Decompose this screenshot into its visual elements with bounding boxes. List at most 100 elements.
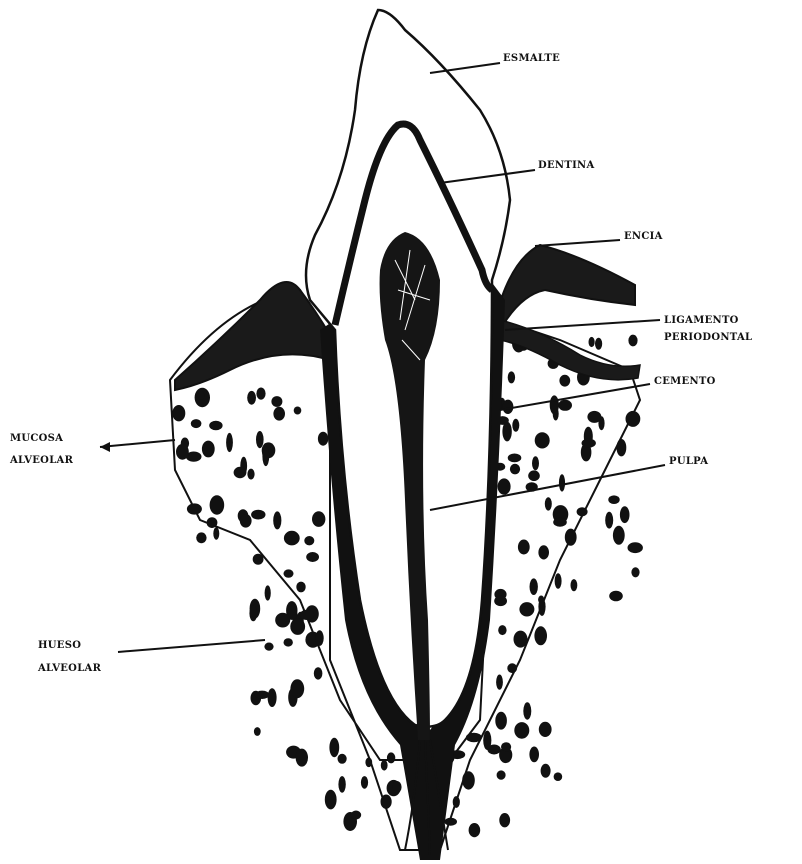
bone-speckle xyxy=(273,407,285,421)
bone-speckle xyxy=(502,400,513,414)
bone-speckle xyxy=(534,626,547,645)
bone-speckle xyxy=(496,675,503,690)
label-mucosa-line2: ALVEOLAR xyxy=(10,455,73,467)
bone-speckle xyxy=(264,643,273,651)
bone-speckle xyxy=(626,411,641,427)
bone-speckle xyxy=(558,400,572,411)
bone-speckle xyxy=(535,432,550,448)
bone-speckle xyxy=(210,495,225,515)
bone-speckle xyxy=(234,467,247,478)
bone-speckle xyxy=(240,514,252,528)
bone-speckle xyxy=(608,495,619,504)
label-mucosa-line1: MUCOSA xyxy=(10,433,63,445)
bone-speckle xyxy=(587,411,601,423)
bone-speckle xyxy=(483,731,491,750)
bone-speckle xyxy=(255,691,270,699)
bone-speckle xyxy=(296,749,308,767)
bone-speckle xyxy=(501,742,511,751)
bone-speckle xyxy=(226,433,233,452)
bone-speckle xyxy=(508,454,522,463)
bone-speckle xyxy=(510,464,520,475)
bone-speckle xyxy=(514,631,528,648)
bone-speckle xyxy=(251,510,265,520)
bone-speckle xyxy=(617,439,627,456)
bone-speckle xyxy=(284,569,294,577)
bone-speckle xyxy=(361,776,368,789)
bone-speckle xyxy=(296,582,305,593)
bone-speckle xyxy=(312,511,325,527)
bone-speckle xyxy=(628,335,637,347)
bone-speckle xyxy=(613,526,625,545)
bone-speckle xyxy=(254,727,261,736)
bone-speckle xyxy=(294,407,302,415)
bone-speckle xyxy=(290,618,305,635)
bone-speckle xyxy=(247,391,256,405)
bone-speckle xyxy=(351,811,361,820)
bone-speckle xyxy=(316,630,324,646)
bone-speckle xyxy=(532,456,539,470)
bone-speckle xyxy=(523,702,531,719)
bone-speckle xyxy=(273,511,281,529)
bone-speckle xyxy=(498,478,511,494)
label-dentina: DENTINA xyxy=(538,160,595,172)
bone-speckle xyxy=(628,542,643,553)
bone-speckle xyxy=(191,419,202,428)
bone-speckle xyxy=(514,722,529,739)
bone-speckle xyxy=(499,813,510,827)
bone-speckle xyxy=(538,598,545,616)
bone-speckle xyxy=(338,776,345,793)
bone-speckle xyxy=(256,388,265,400)
bone-speckle xyxy=(318,432,328,446)
label-ligamento-line2: PERIODONTAL xyxy=(664,332,752,344)
label-ligamento-line1: LIGAMENTO xyxy=(664,315,739,327)
bone-speckle xyxy=(249,606,257,622)
bone-speckle xyxy=(202,441,215,458)
bone-speckle xyxy=(209,421,222,431)
bone-speckle xyxy=(444,818,457,826)
bone-speckle xyxy=(494,596,507,606)
bone-speckle xyxy=(605,512,613,529)
bone-speckle xyxy=(253,554,264,565)
bone-speckle xyxy=(589,337,595,347)
bone-speckle xyxy=(392,781,401,793)
bone-speckle xyxy=(559,375,570,387)
bone-speckle xyxy=(620,506,630,523)
label-hueso-line2: ALVEOLAR xyxy=(38,663,101,675)
bone-speckle xyxy=(541,764,551,778)
bone-speckle xyxy=(553,518,567,527)
gum-right xyxy=(495,245,635,330)
bone-speckle xyxy=(518,540,530,555)
bone-speckle xyxy=(381,760,388,771)
bone-speckle xyxy=(247,469,254,480)
bone-speckle xyxy=(271,396,282,407)
bone-speckle xyxy=(300,610,314,620)
bone-speckle xyxy=(381,795,392,809)
bone-speckle xyxy=(198,392,205,400)
bone-speckle xyxy=(582,439,596,448)
bone-speckle xyxy=(609,591,623,602)
bone-speckle xyxy=(284,531,300,546)
bone-speckle xyxy=(554,772,563,781)
label-cemento: CEMENTO xyxy=(654,376,716,388)
bone-speckle xyxy=(539,722,552,737)
bone-speckle xyxy=(256,431,264,448)
bone-speckle xyxy=(529,747,539,763)
bone-speckle xyxy=(559,474,565,491)
bone-speckle xyxy=(213,527,219,539)
bone-speckle xyxy=(306,552,319,562)
bone-speckle xyxy=(262,446,269,466)
bone-speckle xyxy=(577,507,588,516)
label-pulpa: PULPA xyxy=(669,456,708,468)
bone-speckle xyxy=(555,573,562,589)
bone-speckle xyxy=(172,405,185,421)
bone-speckle xyxy=(453,796,460,808)
label-encia: ENCIA xyxy=(624,231,663,243)
bone-speckle xyxy=(631,567,639,577)
bone-speckle xyxy=(187,503,202,514)
label-hueso-line1: HUESO xyxy=(38,640,81,652)
bone-speckle xyxy=(512,419,519,432)
bone-speckle xyxy=(466,733,482,742)
bone-speckle xyxy=(565,529,577,546)
